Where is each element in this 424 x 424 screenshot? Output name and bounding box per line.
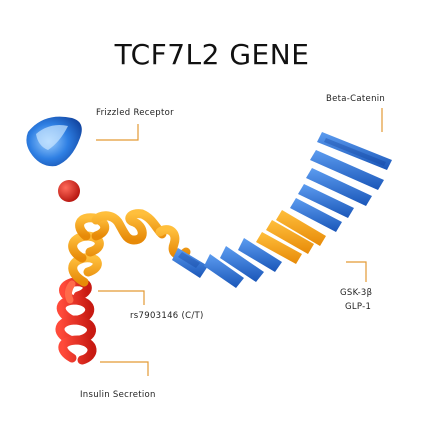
orange-helix	[68, 209, 191, 287]
frizzled-receptor-shape	[26, 116, 82, 167]
label-snp-rs7903146: rs7903146 (C/T)	[130, 311, 204, 321]
label-insulin-secretion: Insulin Secretion	[80, 390, 156, 400]
callout-lines	[96, 108, 383, 376]
label-gsk-3b: GSK-3β	[340, 288, 373, 298]
orange-strands	[256, 210, 326, 264]
red-helix	[55, 277, 97, 365]
label-beta-catenin: Beta-Catenin	[326, 94, 386, 104]
beta-strands-upper	[290, 132, 392, 232]
label-glp-1: GLP-1	[345, 302, 372, 312]
diagram-title: TCF7L2 GENE	[114, 38, 310, 71]
label-frizzled-receptor: Frizzled Receptor	[96, 108, 174, 118]
beta-strands-lower	[172, 238, 282, 288]
red-ligand-ball	[58, 180, 80, 202]
